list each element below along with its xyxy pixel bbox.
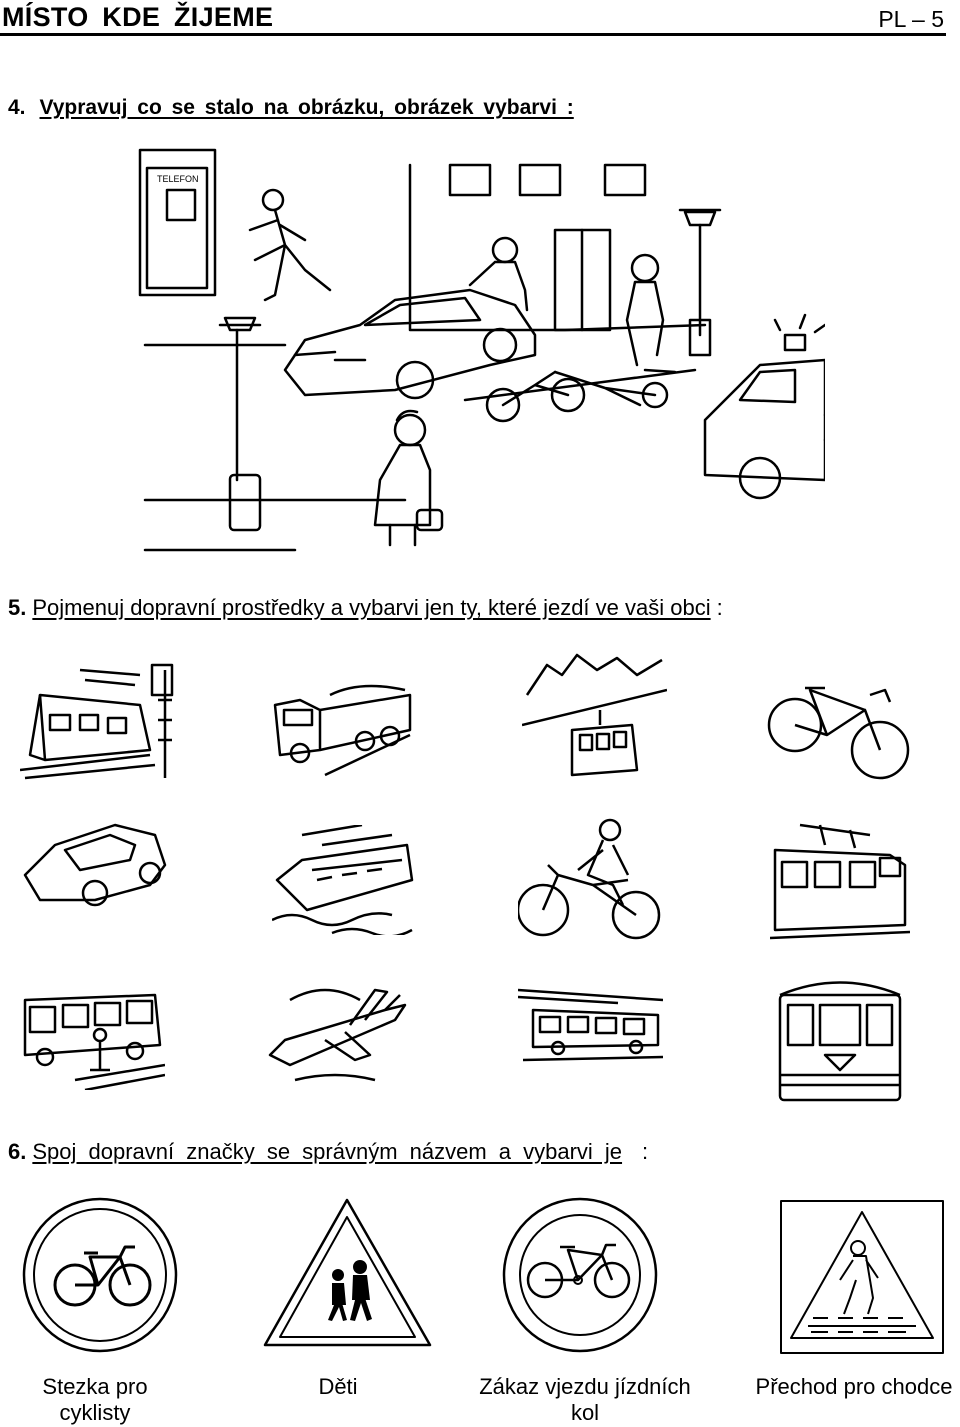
task-5-number: 5. (8, 595, 27, 620)
motorcycle-icon (518, 818, 661, 940)
sign-caption-pedestrian-crossing: Přechod pro chodce (755, 1374, 953, 1399)
task-6-colon: : (642, 1139, 649, 1164)
sign-caption-bicycle-path: Stezka pro cyklisty (42, 1374, 148, 1425)
page-title: MÍSTO KDE ŽIJEME (2, 2, 274, 32)
bicycle-path-sign (22, 1197, 178, 1353)
page-header: MÍSTO KDE ŽIJEME PL – 5 (0, 0, 946, 36)
tram-icon (770, 823, 910, 940)
accident-scene-illustration: TELEFON (138, 148, 825, 552)
children-warning-sign (263, 1198, 432, 1347)
cable-car-icon (522, 653, 667, 777)
task-5-text: Pojmenuj dopravní prostředky a vybarvi j… (32, 595, 711, 620)
task-5: 5.Pojmenuj dopravní prostředky a vybarvi… (8, 595, 723, 621)
no-bicycles-sign (502, 1197, 658, 1353)
telefon-sign: TELEFON (157, 174, 199, 184)
task-6: 6.Spoj dopravní značky se správným názve… (8, 1139, 648, 1165)
task-6-number: 6. (8, 1139, 27, 1164)
pedestrian-crossing-sign (780, 1200, 944, 1354)
task-4: 4. Vypravuj co se stalo na obrázku, obráz… (8, 96, 574, 120)
metro-train-icon (778, 981, 902, 1102)
bicycle-icon (767, 686, 910, 780)
car-icon (23, 823, 167, 907)
task-4-text: Vypravuj co se stalo na obrázku, obrázek… (39, 96, 574, 119)
sign-caption-no-bicycles: Zákaz vjezdu jízdních kol (479, 1374, 691, 1425)
truck-icon (273, 684, 412, 777)
train-icon (20, 663, 174, 780)
airplane-icon (268, 988, 407, 1082)
ship-icon (272, 825, 414, 935)
trolleybus-icon (518, 988, 663, 1062)
sign-caption-children: Děti (318, 1374, 358, 1399)
task-4-number: 4. (8, 96, 26, 119)
worksheet-code: PL – 5 (878, 6, 944, 32)
task-6-text: Spoj dopravní značky se správným názvem … (32, 1139, 623, 1164)
bus-icon (23, 993, 165, 1090)
task-5-colon: : (716, 595, 723, 620)
